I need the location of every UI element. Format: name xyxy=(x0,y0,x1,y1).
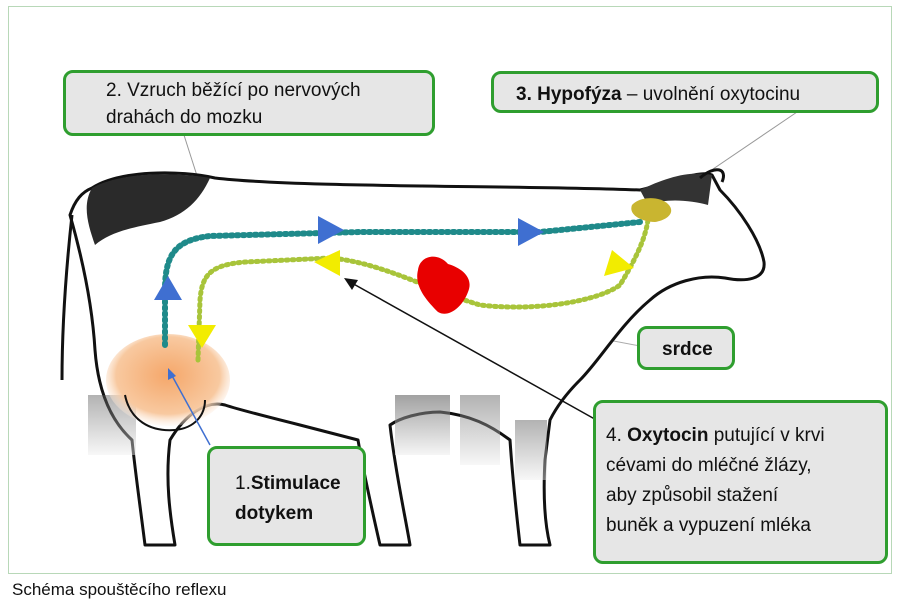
milk-ejection-reflex-diagram xyxy=(60,109,801,547)
callout-oxytocin-prefix: 4. xyxy=(606,425,628,446)
yellow-arrow-down-left xyxy=(604,250,634,276)
callout-pituitary: 3. Hypofýza – uvolnění oxytocinu xyxy=(491,71,879,113)
callout-nerve-line2: drahách do mozku xyxy=(106,107,263,128)
callout-oxytocin-line1: 4. Oxytocin putující v krvi xyxy=(606,421,885,451)
callout-oxytocin-line4: buněk a vypuzení mléka xyxy=(606,515,811,536)
callout-heart: srdce xyxy=(637,326,735,370)
callout-stimulation-num: 1. xyxy=(235,473,251,494)
arrow-markers xyxy=(154,216,634,348)
callout-pituitary-rest: – uvolnění oxytocinu xyxy=(621,84,801,105)
callout-oxytocin-line3: aby způsobil stažení xyxy=(606,485,779,506)
callout-oxytocin-line2: cévami do mléčné žlázy, xyxy=(606,455,812,476)
blue-arrow-right-1 xyxy=(318,216,344,244)
callout-stimulation: 1.Stimulace dotykem xyxy=(207,446,366,546)
heart-organ xyxy=(417,256,470,314)
callout-heart-label: srdce xyxy=(662,339,713,360)
callout-nerve: 2. Vzruch běžící po nervových drahách do… xyxy=(63,70,435,136)
figure-frame xyxy=(8,6,892,574)
callout-pituitary-bold: 3. Hypofýza xyxy=(516,84,622,105)
callout-oxytocin: 4. Oxytocin putující v krvi cévami do ml… xyxy=(593,400,888,564)
pointer-oxytocin xyxy=(344,278,601,423)
callout-stimulation-line2: dotykem xyxy=(235,503,314,524)
yellow-arrow-down xyxy=(188,325,216,348)
callout-stimulation-line1: 1.Stimulace xyxy=(235,469,363,499)
callout-stimulation-bold: Stimulace xyxy=(250,473,341,494)
callout-nerve-line1: 2. Vzruch běžící po nervových xyxy=(106,80,361,101)
blood-pathway xyxy=(195,217,651,363)
blue-arrow-up xyxy=(154,276,182,300)
pituitary-organ xyxy=(631,198,672,222)
figure-caption: Schéma spouštěcího reflexu xyxy=(12,580,227,599)
callout-oxytocin-line1-rest: putující v krvi xyxy=(708,425,825,446)
blue-arrow-right-2 xyxy=(518,218,544,246)
pointer-stimulation xyxy=(168,368,211,446)
yellow-arrow-left xyxy=(314,250,340,276)
callout-oxytocin-bold: Oxytocin xyxy=(627,425,709,446)
